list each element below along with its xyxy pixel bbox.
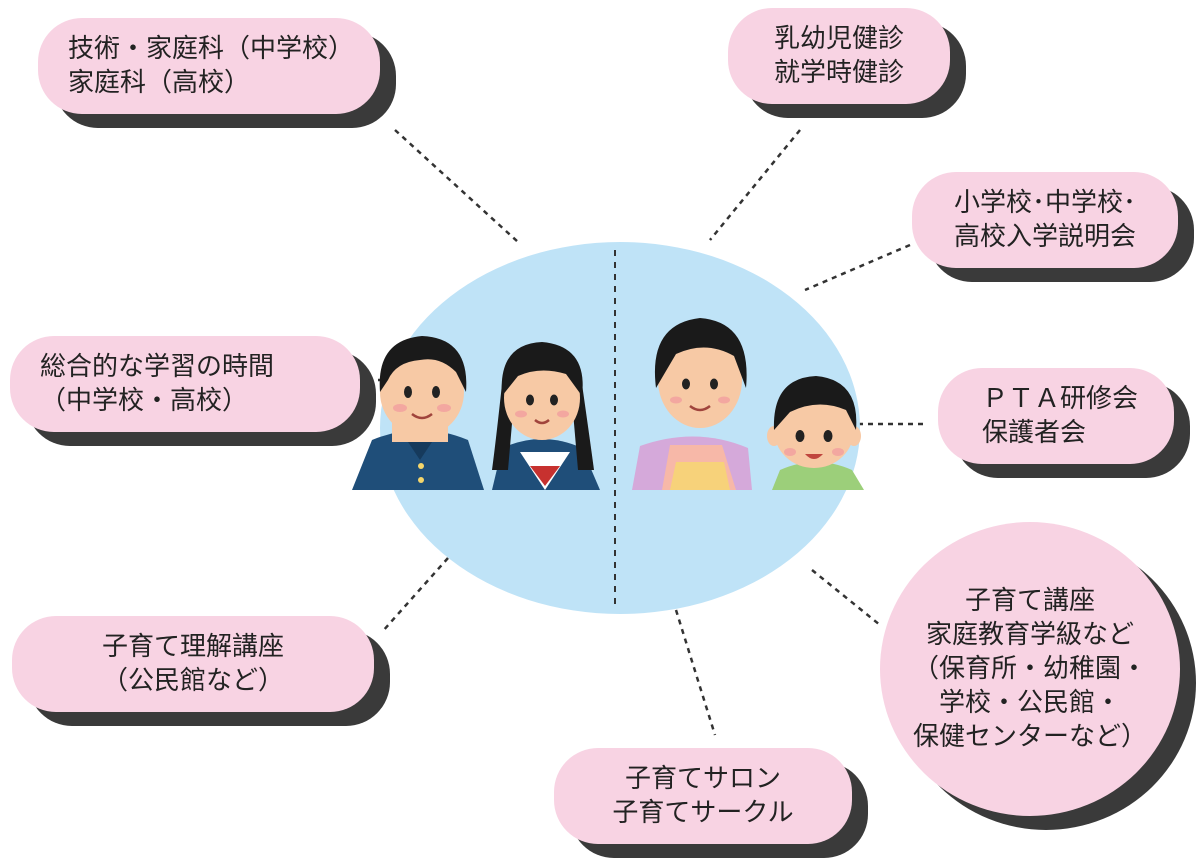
child-illustration [767,376,864,490]
node-infant-checkup: 乳幼児健診 就学時健診 [728,8,950,104]
connector-tech-home [394,129,519,243]
node-integrated-study-line-2: （中学校・高校） [40,386,249,416]
node-parenting-understanding-line-2: （公民館など） [101,666,284,696]
node-infant-checkup-line-1: 乳幼児健診 [773,24,904,54]
node-pta-line-2: 保護者会 [982,418,1087,448]
node-school-briefing-line-2: 高校入学説明会 [953,222,1136,252]
node-integrated-study: 総合的な学習の時間 （中学校・高校） [10,336,360,432]
node-integrated-study-line-1: 総合的な学習の時間 [40,352,275,382]
connector-parenting-class [811,569,881,626]
node-parenting-class-line-1: 子育て講座 [964,586,1095,616]
student-boy-illustration [352,336,484,490]
node-pta: ＰＴＡ研修会 保護者会 [938,368,1174,464]
node-parenting-class-line-3: （保育所・幼稚園・ [912,654,1147,684]
node-salon-line-2: 子育てサークル [612,798,794,828]
connector-parenting-understanding [381,557,449,633]
node-infant-checkup-line-2: 就学時健診 [773,58,904,88]
node-pta-line-1: ＰＴＡ研修会 [982,384,1139,414]
node-tech-home: 技術・家庭科（中学校） 家庭科（高校） [38,18,380,114]
center-ellipse [380,242,860,614]
node-parenting-understanding-line-1: 子育て理解講座 [101,632,284,662]
connector-school-briefing [804,243,911,292]
node-salon: 子育てサロン 子育てサークル [554,748,852,844]
student-girl-illustration [492,342,600,490]
node-parenting-class-line-5: 保健センターなど） [912,722,1147,752]
node-parenting-understanding: 子育て理解講座 （公民館など） [12,616,374,712]
connector-infant-checkup [709,129,801,241]
node-tech-home-line-2: 家庭科（高校） [68,68,251,98]
node-school-briefing: 小学校･中学校･ 高校入学説明会 [912,172,1178,268]
node-parenting-class: 子育て講座 家庭教育学級など （保育所・幼稚園・ 学校・公民館・ 保健センターな… [880,522,1180,816]
node-parenting-class-line-4: 学校・公民館・ [938,688,1121,718]
connector-salon [674,609,717,736]
node-tech-home-line-1: 技術・家庭科（中学校） [68,34,355,64]
mother-illustration [632,318,752,490]
node-school-briefing-line-1: 小学校･中学校･ [953,188,1136,218]
node-salon-line-1: 子育てサロン [624,764,781,794]
node-parenting-class-line-2: 家庭教育学級など [925,620,1134,650]
